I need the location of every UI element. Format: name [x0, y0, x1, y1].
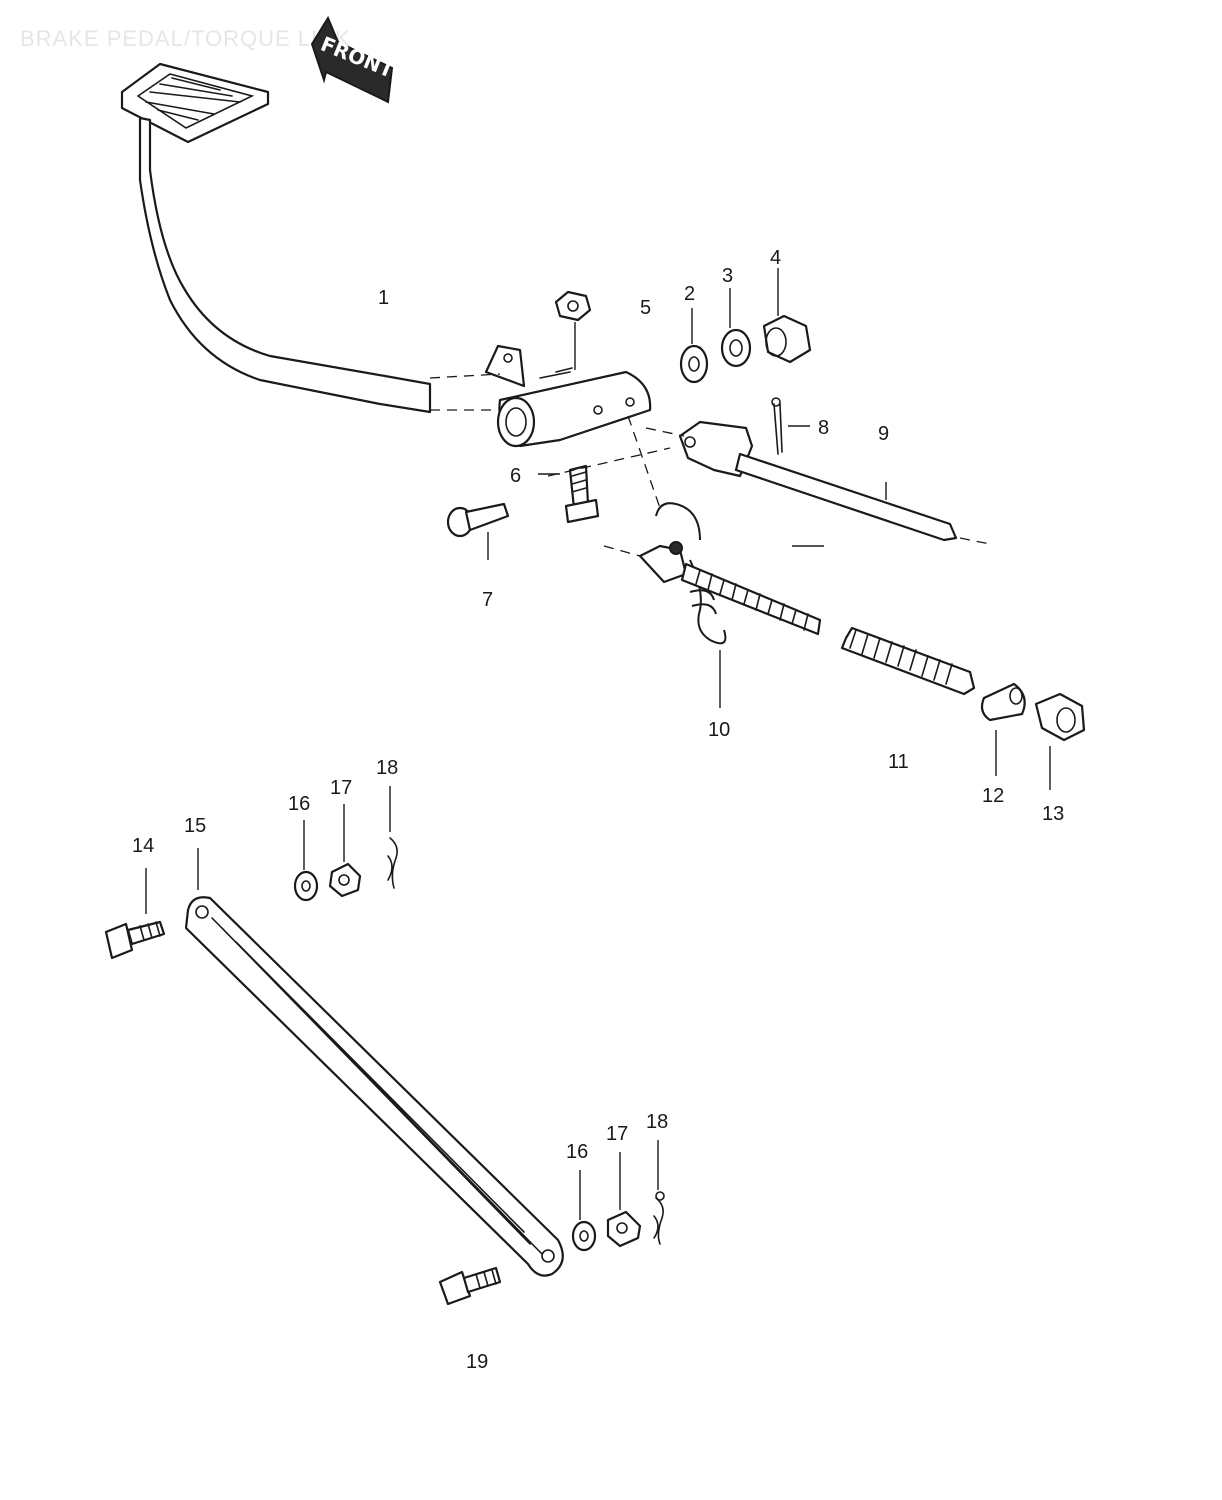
callout-13: 13: [1042, 803, 1064, 825]
callout-19: 19: [466, 1351, 488, 1373]
callout-9: 9: [878, 423, 889, 445]
cotter-pin-part-8: [771, 397, 810, 455]
callout-7: 7: [482, 589, 493, 611]
callout-labels: 1 2 3 4 5 6 7 8 9 10 11 12 13 14 15 16 1…: [132, 247, 1064, 1373]
callout-2: 2: [684, 283, 695, 305]
washer-part-16-top: [293, 820, 319, 902]
pivot-collar-part-12: [980, 682, 1026, 776]
callout-11: 11: [888, 751, 909, 773]
r-clip-part-18-bottom: [653, 1140, 665, 1245]
callout-17-top: 17: [330, 777, 352, 799]
washer-part-16-bottom: [571, 1170, 597, 1252]
callout-5: 5: [640, 297, 651, 319]
brake-pedal-arm: [120, 62, 432, 414]
nut-part-17-bottom: [606, 1152, 642, 1248]
callout-18-top: 18: [376, 757, 398, 779]
callout-17-bottom: 17: [606, 1123, 628, 1145]
clevis-pin-part-7: [446, 502, 510, 560]
callout-6: 6: [510, 465, 521, 487]
callout-16-top: 16: [288, 793, 310, 815]
callout-4: 4: [770, 247, 781, 269]
callout-12: 12: [982, 785, 1004, 807]
pedal-pivot-boss: [429, 344, 652, 448]
callout-8: 8: [818, 417, 829, 439]
nut-part-4: [762, 268, 812, 364]
nut-part-17-top: [328, 804, 362, 898]
watermark-text: BRAKE PEDAL/TORQUE LINK: [20, 26, 351, 51]
bolt-part-14: [104, 868, 166, 960]
callout-15: 15: [184, 815, 206, 837]
nut-part-5: [554, 290, 592, 370]
bolt-part-19: [438, 1266, 502, 1306]
callout-1: 1: [378, 287, 389, 309]
adjuster-rod: [603, 541, 824, 636]
washer-part-3: [720, 288, 752, 368]
callout-16-bottom: 16: [566, 1141, 588, 1163]
coil-spring-part-11: [840, 626, 976, 696]
r-clip-part-18-top: [387, 786, 398, 889]
front-direction-arrow: FRONT: [310, 15, 398, 104]
callout-3: 3: [722, 265, 733, 287]
brake-rod-part-9: [645, 420, 991, 545]
callout-14: 14: [132, 835, 154, 857]
adjuster-nut-part-13: [1034, 692, 1086, 790]
washer-part-2: [679, 308, 709, 384]
callout-18-bottom: 18: [646, 1111, 668, 1133]
bolt-part-6: [538, 447, 671, 524]
callout-10: 10: [708, 719, 730, 741]
torque-link-part-15: [184, 848, 564, 1277]
